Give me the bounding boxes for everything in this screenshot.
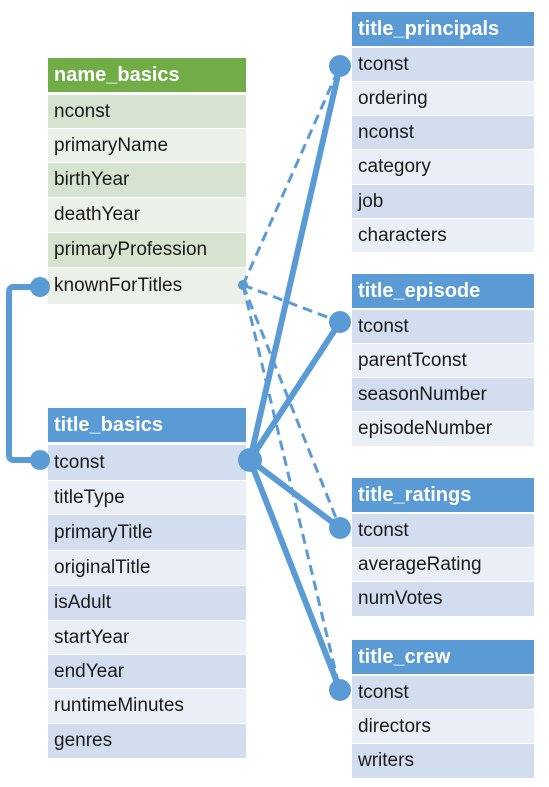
table-column: writers [352, 743, 534, 778]
connector-dot [329, 311, 351, 333]
link-to-principals [247, 65, 343, 461]
connector-dot [329, 517, 351, 539]
table-column: knownForTitles [48, 267, 246, 304]
table-column: numVotes [352, 581, 534, 616]
table-title-principals: title_principals tconst ordering nconst … [352, 12, 534, 252]
table-title-ratings: title_ratings tconst averageRating numVo… [352, 478, 534, 616]
link-to-episode [247, 320, 343, 462]
dashed-link-to-principals [241, 65, 342, 286]
table-title-basics: title_basics tconst titleType primaryTit… [48, 408, 246, 758]
table-column: tconst [352, 513, 534, 547]
connector-dot [329, 55, 351, 77]
table-column: tconst [352, 309, 534, 343]
link-to-crew [247, 458, 343, 692]
table-header: title_crew [352, 640, 534, 674]
link-to-ratings [248, 457, 342, 531]
table-column: startYear [48, 620, 246, 654]
table-title-episode: title_episode tconst parentTconst season… [352, 274, 534, 446]
dashed-link-to-crew [241, 284, 342, 691]
table-column: job [352, 184, 534, 218]
table-column: titleType [48, 480, 246, 514]
connector-dot [329, 679, 351, 701]
connector-dot [30, 277, 50, 297]
table-column: category [352, 149, 534, 184]
table-column: originalTitle [48, 550, 246, 585]
table-column: nconst [48, 94, 246, 128]
table-header: title_ratings [352, 478, 534, 512]
table-column: tconst [352, 675, 534, 709]
table-column: parentTconst [352, 343, 534, 377]
dashed-link-to-ratings [241, 284, 342, 529]
table-name-basics: name_basics nconst primaryName birthYear… [48, 58, 246, 306]
table-column: primaryProfession [48, 232, 246, 267]
connector-dot [30, 450, 50, 470]
table-column: tconst [48, 444, 246, 480]
table-header: title_episode [352, 274, 534, 308]
connector-dot [238, 280, 248, 290]
table-column: averageRating [352, 547, 534, 581]
table-column: birthYear [48, 162, 246, 197]
table-header: name_basics [48, 58, 246, 92]
known-for-titles-bracket [6, 284, 40, 463]
table-column: ordering [352, 81, 534, 115]
table-column: characters [352, 218, 534, 252]
dashed-link-to-episode [242, 283, 341, 324]
table-column: tconst [352, 47, 534, 81]
table-header: title_basics [48, 408, 246, 442]
table-column: episodeNumber [352, 411, 534, 446]
connector-dot [238, 448, 262, 472]
table-column: genres [48, 723, 246, 758]
table-column: isAdult [48, 585, 246, 620]
table-column: seasonNumber [352, 377, 534, 411]
table-title-crew: title_crew tconst directors writers [352, 640, 534, 778]
table-column: nconst [352, 115, 534, 149]
table-column: deathYear [48, 197, 246, 232]
table-column: runtimeMinutes [48, 688, 246, 723]
table-column: directors [352, 709, 534, 743]
table-column: primaryName [48, 128, 246, 162]
table-header: title_principals [352, 12, 534, 46]
table-column: endYear [48, 654, 246, 688]
table-column: primaryTitle [48, 514, 246, 550]
